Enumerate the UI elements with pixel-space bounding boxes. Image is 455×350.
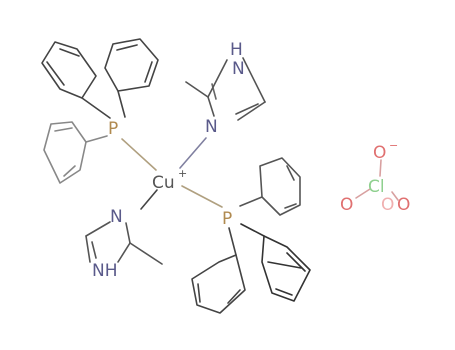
oxygen-label-top: O bbox=[373, 143, 386, 163]
oxygen-label-left: O bbox=[340, 195, 353, 215]
imidazole-upper bbox=[185, 57, 266, 121]
oxygen-label-mid: O bbox=[381, 195, 394, 215]
bond-cu-n2 bbox=[140, 189, 158, 210]
nh-label-upper-n: N bbox=[232, 59, 245, 79]
bond-p1-cu bbox=[121, 138, 157, 171]
phenyl-p1-top bbox=[41, 41, 111, 119]
phosphorus-label-2: P bbox=[222, 209, 232, 229]
phenyl-p2-right bbox=[240, 223, 311, 302]
nh-label-upper-h: H bbox=[230, 40, 243, 60]
nitrogen-label-lower: N bbox=[110, 207, 123, 227]
phenyl-p2-upper bbox=[239, 157, 301, 216]
oxide-charge: − bbox=[389, 139, 398, 152]
chlorine-label: Cl bbox=[368, 177, 385, 197]
imidazole-lower bbox=[85, 221, 163, 265]
nitrogen-label-upper: N bbox=[205, 117, 218, 137]
phosphorus-label-1: P bbox=[108, 119, 118, 139]
nh-label-lower: NH bbox=[92, 261, 118, 281]
perchlorate-bonds bbox=[355, 159, 399, 201]
phenyl-p1-left bbox=[43, 121, 108, 184]
copper-label: Cu bbox=[152, 173, 175, 193]
bond-cu-n1 bbox=[179, 137, 207, 169]
phenyl-p1-right bbox=[104, 38, 159, 118]
phenyl-p2-lower bbox=[191, 227, 246, 314]
copper-charge: + bbox=[178, 167, 187, 180]
oxygen-label-right: O bbox=[397, 195, 410, 215]
bond-cu-p2 bbox=[181, 185, 223, 208]
